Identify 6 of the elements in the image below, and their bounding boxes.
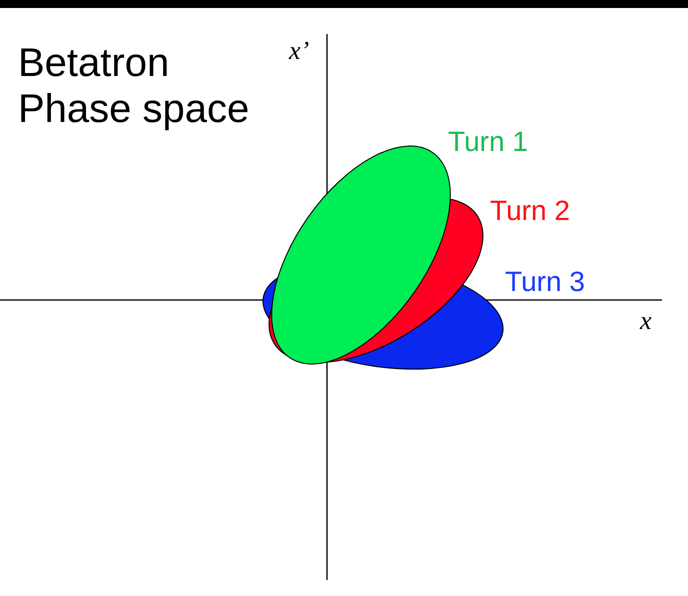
turn-label: Turn 1 bbox=[448, 126, 528, 158]
turn-label: Turn 3 bbox=[505, 266, 585, 298]
axis-label: x’ bbox=[289, 36, 310, 66]
axis-label: x bbox=[640, 306, 652, 336]
title: Betatron Phase space bbox=[18, 40, 250, 132]
turn-label: Turn 2 bbox=[490, 195, 570, 227]
